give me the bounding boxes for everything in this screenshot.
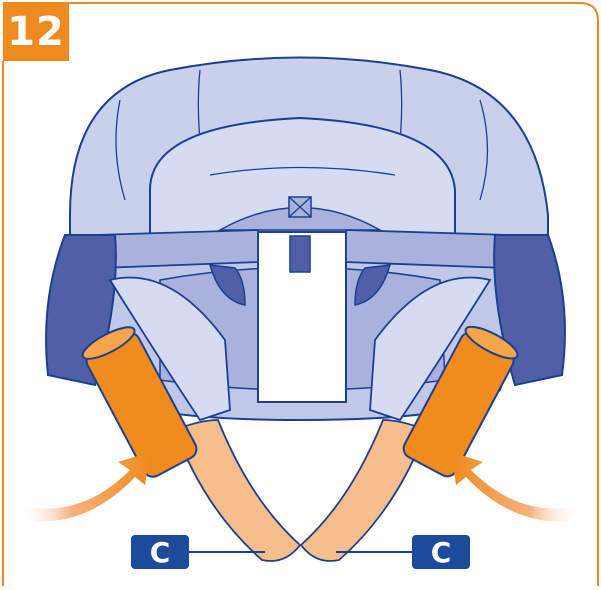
rotate-arrow-left-icon (20, 452, 150, 522)
leg-sleeve-left (108, 276, 231, 422)
leg-right (299, 419, 428, 562)
strap-buckle (289, 235, 311, 273)
step-number-badge: 12 (3, 3, 69, 61)
callout-c-left: C (131, 535, 189, 569)
inner-back-pad (149, 116, 456, 251)
callout-c-right: C (412, 535, 470, 569)
waist-strap (93, 229, 259, 269)
rotate-arrow-right-icon (451, 452, 581, 522)
leg-sleeve-right (369, 276, 492, 422)
